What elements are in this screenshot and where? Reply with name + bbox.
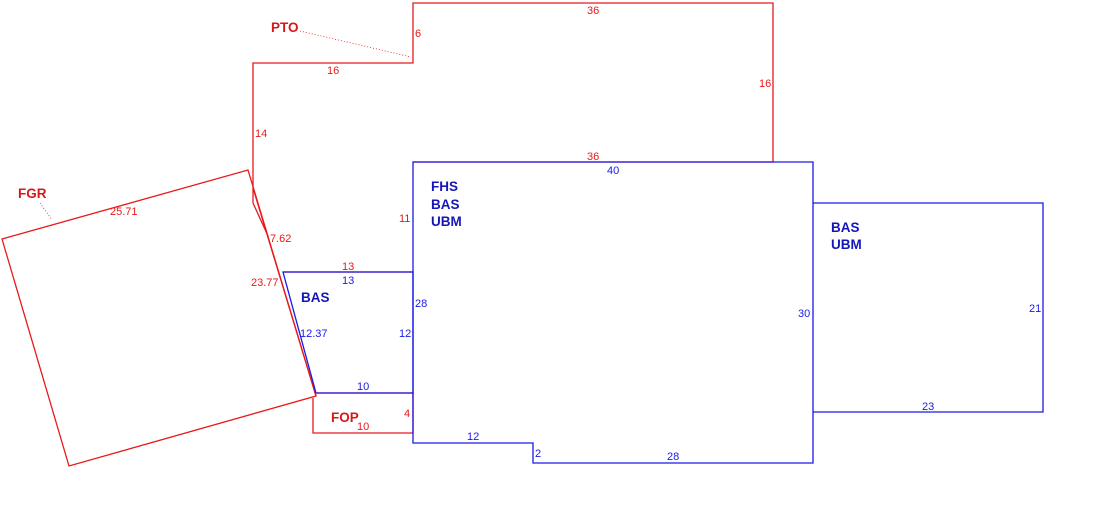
fgr-connector: [252, 187, 317, 397]
dim-bas-small-bottom: 10: [357, 381, 369, 393]
dim-main-step: 2: [535, 448, 541, 460]
dim-pto-step-vertical: 6: [415, 28, 421, 40]
fgr-label: FGR: [18, 186, 47, 201]
dim-fop-right: 4: [404, 408, 410, 420]
dim-bas-small-diagonal: 12.37: [300, 328, 328, 340]
main-label-bas: BAS: [431, 197, 460, 212]
dim-main-left: 28: [415, 298, 427, 310]
fop-label: FOP: [331, 410, 359, 425]
dim-pto-left: 14: [255, 128, 267, 140]
dim-fgr-diagonal: 23.77: [251, 277, 279, 289]
dim-main-bottom-left: 12: [467, 431, 479, 443]
dim-bas-small-top-red: 13: [342, 261, 354, 273]
main-label-ubm: UBM: [431, 214, 462, 229]
bas-small-label: BAS: [301, 290, 330, 305]
dim-main-top: 40: [607, 165, 619, 177]
dim-main-bottom: 28: [667, 451, 679, 463]
dim-pto-inner-left: 11: [399, 213, 410, 225]
right-label-bas: BAS: [831, 220, 860, 235]
dim-pto-right: 16: [759, 78, 771, 90]
bas-small-outline: [282, 271, 414, 394]
dim-right-bottom: 23: [922, 401, 934, 413]
pto-label: PTO: [271, 20, 299, 35]
fgr-outline: [1, 169, 317, 467]
pto-leader-line: [299, 30, 412, 58]
dim-fgr-top: 25.71: [110, 206, 138, 218]
main-outline: [412, 161, 814, 464]
main-label-fhs: FHS: [431, 179, 458, 194]
right-label-ubm: UBM: [831, 237, 862, 252]
dim-pto-top: 36: [587, 5, 599, 17]
dim-right-side: 21: [1029, 303, 1041, 315]
dim-fop-bottom: 10: [357, 421, 369, 433]
right-outline: [813, 202, 1044, 413]
dim-main-right: 30: [798, 308, 810, 320]
dim-pto-bottom: 36: [587, 151, 599, 163]
pto-outline: [252, 2, 774, 237]
dim-bas-small-top-blue: 13: [342, 275, 354, 287]
dim-pto-step-horizontal: 16: [327, 65, 339, 77]
fgr-leader-line: [39, 202, 53, 221]
dim-bas-small-right: 12: [399, 328, 411, 340]
dim-fgr-side: 7.62: [270, 233, 291, 245]
